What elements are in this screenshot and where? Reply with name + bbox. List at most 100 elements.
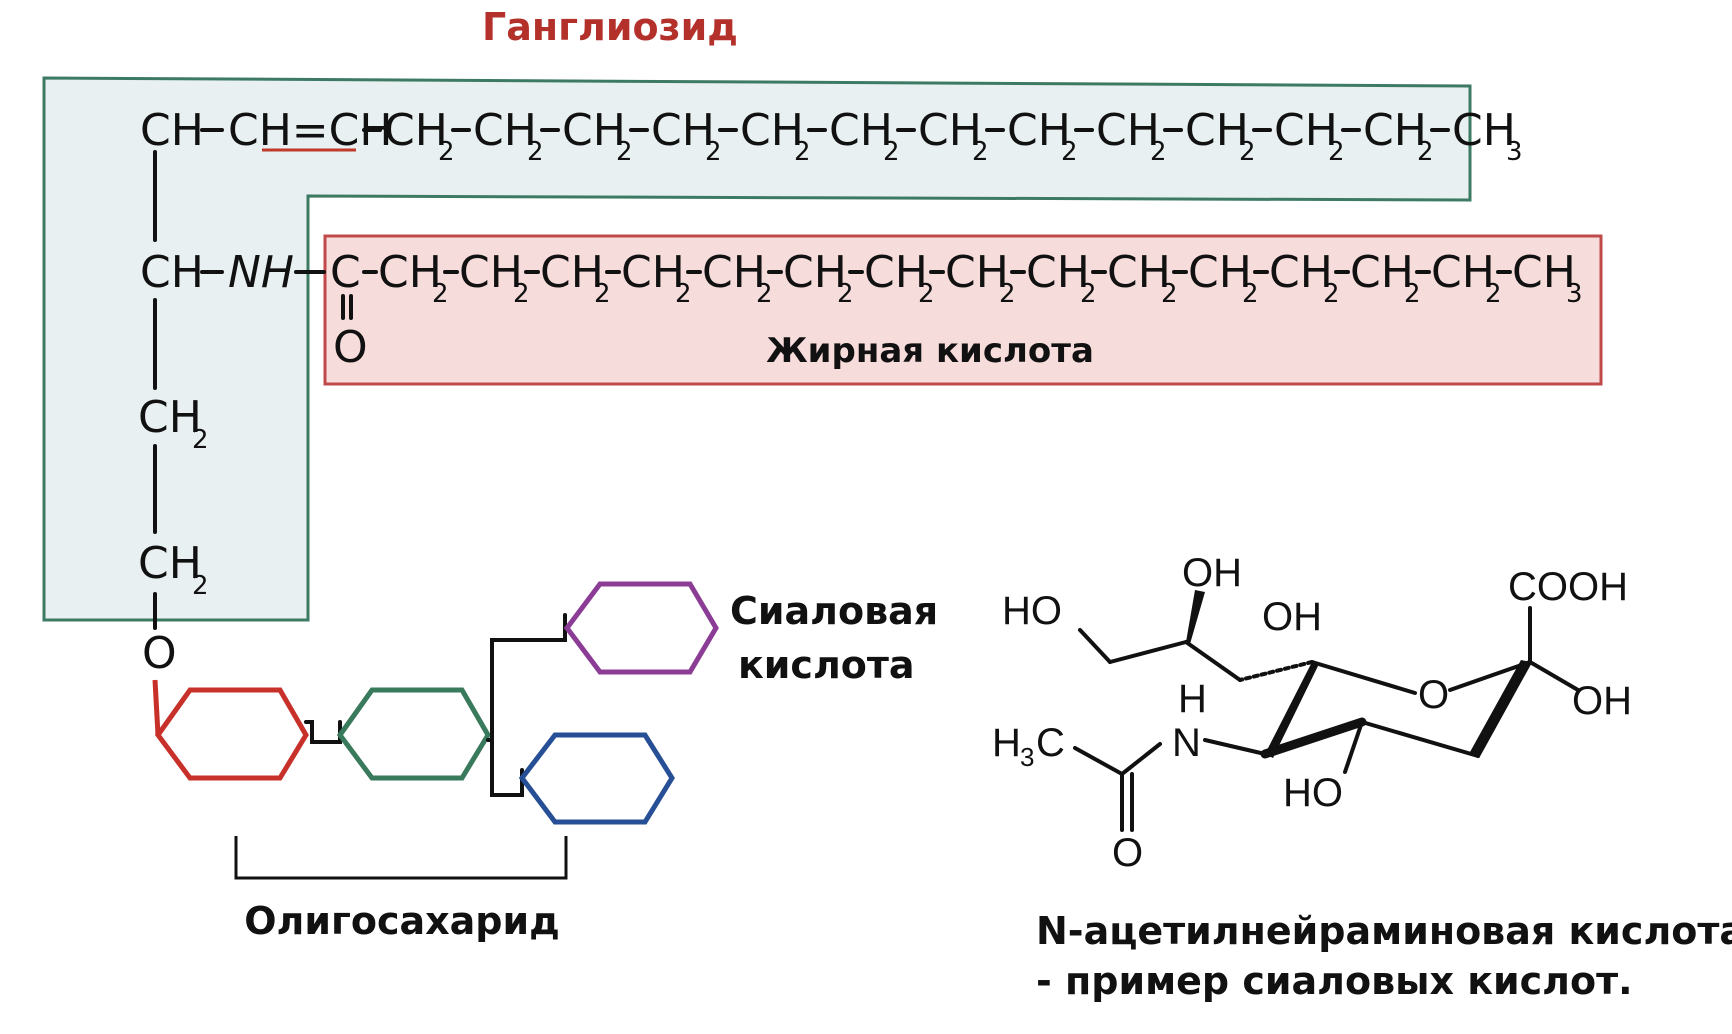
ho-label: HO <box>1283 771 1343 815</box>
ch2-sub: 2 <box>675 279 692 309</box>
ch2-sub: 2 <box>1150 137 1167 167</box>
ch2-segment: CH <box>702 247 766 298</box>
bond <box>1528 660 1580 692</box>
sugar-ring-blue <box>518 732 675 825</box>
ch2-sub: 2 <box>594 279 611 309</box>
ch2-segment: CH <box>621 247 685 298</box>
ch2-sub: 2 <box>1485 279 1502 309</box>
h3c-label: H <box>992 721 1021 765</box>
oh-label: OH <box>1182 551 1242 595</box>
ch2-segment: CH <box>459 247 523 298</box>
ch2-segment: CH <box>1274 105 1338 156</box>
bond <box>1073 746 1124 776</box>
ch2-segment: CH <box>1026 247 1090 298</box>
ch2-label: CH <box>138 392 202 443</box>
fatty-acid-label: Жирная кислота <box>766 331 1094 371</box>
ch2-sub: 2 <box>1061 137 1078 167</box>
ch2-sub: 2 <box>705 137 722 167</box>
bond <box>1203 738 1267 756</box>
ch2-segment: CH <box>829 105 893 156</box>
bond <box>1078 628 1112 664</box>
ch2-segment: CH <box>1269 247 1333 298</box>
cooh-label: COOH <box>1508 565 1628 609</box>
ch2-segment: CH <box>1007 105 1071 156</box>
wedge-bond <box>1260 717 1367 759</box>
wedge-bond <box>1186 590 1205 644</box>
ch2-segment: CH <box>740 105 804 156</box>
ch3-end: CH <box>1452 105 1516 156</box>
bond <box>1343 720 1364 774</box>
ch2-sub: 2 <box>1242 279 1259 309</box>
ch2-segment: CH <box>1096 105 1160 156</box>
ch2-sub: 2 <box>1323 279 1340 309</box>
ring-oxygen: O <box>1418 673 1449 717</box>
nh-label: NH <box>228 247 294 298</box>
bond <box>1310 660 1417 695</box>
branch-link <box>486 613 567 742</box>
sugar-ring-red <box>154 687 309 781</box>
ch2-sub: 2 <box>1417 137 1434 167</box>
glycosidic-oxygen: O <box>142 628 177 679</box>
ch2-segment: CH <box>384 105 448 156</box>
ch3-sub: 3 <box>1566 279 1583 309</box>
ch2-sub: 2 <box>883 137 900 167</box>
bond <box>1108 640 1188 664</box>
ch2-label: CH <box>138 538 202 589</box>
ch2-sub: 2 <box>192 425 209 455</box>
branch-link <box>490 738 524 797</box>
bond <box>1360 720 1480 758</box>
caption-line-2: - пример сиаловых кислот. <box>1036 959 1633 1003</box>
oligosaccharide-bracket <box>234 836 568 880</box>
n-label: N <box>1172 721 1201 765</box>
wedge-bond <box>1470 660 1530 756</box>
h3c-sub: 3 <box>1020 742 1034 772</box>
fatty-acid-box <box>323 234 1603 386</box>
ch2-sub: 2 <box>999 279 1016 309</box>
ch2-sub: 2 <box>918 279 935 309</box>
ch2-sub: 2 <box>527 137 544 167</box>
sialic-acid-label: Сиаловая <box>730 589 938 633</box>
ch2-sub: 2 <box>1404 279 1421 309</box>
bond <box>1120 742 1162 776</box>
ch2-segment: CH <box>783 247 847 298</box>
ch2-sub: 2 <box>438 137 455 167</box>
ch2-segment: CH <box>651 105 715 156</box>
ch2-sub: 2 <box>837 279 854 309</box>
ch2-segment: CH <box>378 247 442 298</box>
ch2-sub: 2 <box>1080 279 1097 309</box>
carbonyl-o: O <box>333 322 368 373</box>
sialic-acid-ring <box>563 581 719 675</box>
glycosidic-bond <box>152 679 161 736</box>
carbonyl-oxygen: O <box>1112 831 1143 875</box>
ch-label: CH <box>140 247 204 298</box>
carbonyl-c: C <box>330 247 361 298</box>
ch2-sub: 2 <box>616 137 633 167</box>
ch-label: CH <box>140 105 204 156</box>
sugar-ring-green <box>336 687 491 781</box>
ch2-segment: CH <box>1363 105 1427 156</box>
ch2-segment: CH <box>562 105 626 156</box>
ch2-segment: CH <box>1188 247 1252 298</box>
ch2-sub: 2 <box>756 279 773 309</box>
h-label: H <box>1178 677 1207 721</box>
ch2-segment: CH <box>864 247 928 298</box>
ch2-segment: CH <box>540 247 604 298</box>
ch2-segment: CH <box>918 105 982 156</box>
oligosaccharide-label: Олигосахарид <box>244 899 560 943</box>
ch3-end: CH <box>1512 247 1576 298</box>
ch3-sub: 3 <box>1506 137 1523 167</box>
ch2-sub: 2 <box>1161 279 1178 309</box>
ch2-sub: 2 <box>1239 137 1256 167</box>
wedge-bond <box>1265 662 1318 758</box>
ch2-sub: 2 <box>794 137 811 167</box>
bond <box>1448 660 1532 692</box>
ch2-segment: CH <box>473 105 537 156</box>
sphingosine-box <box>42 76 1472 622</box>
ch2-sub: 2 <box>513 279 530 309</box>
caption-line-1: N-ацетилнейраминовая кислота <box>1036 909 1732 953</box>
sialic-acid-label: кислота <box>738 643 915 687</box>
ch2-sub: 2 <box>1328 137 1345 167</box>
